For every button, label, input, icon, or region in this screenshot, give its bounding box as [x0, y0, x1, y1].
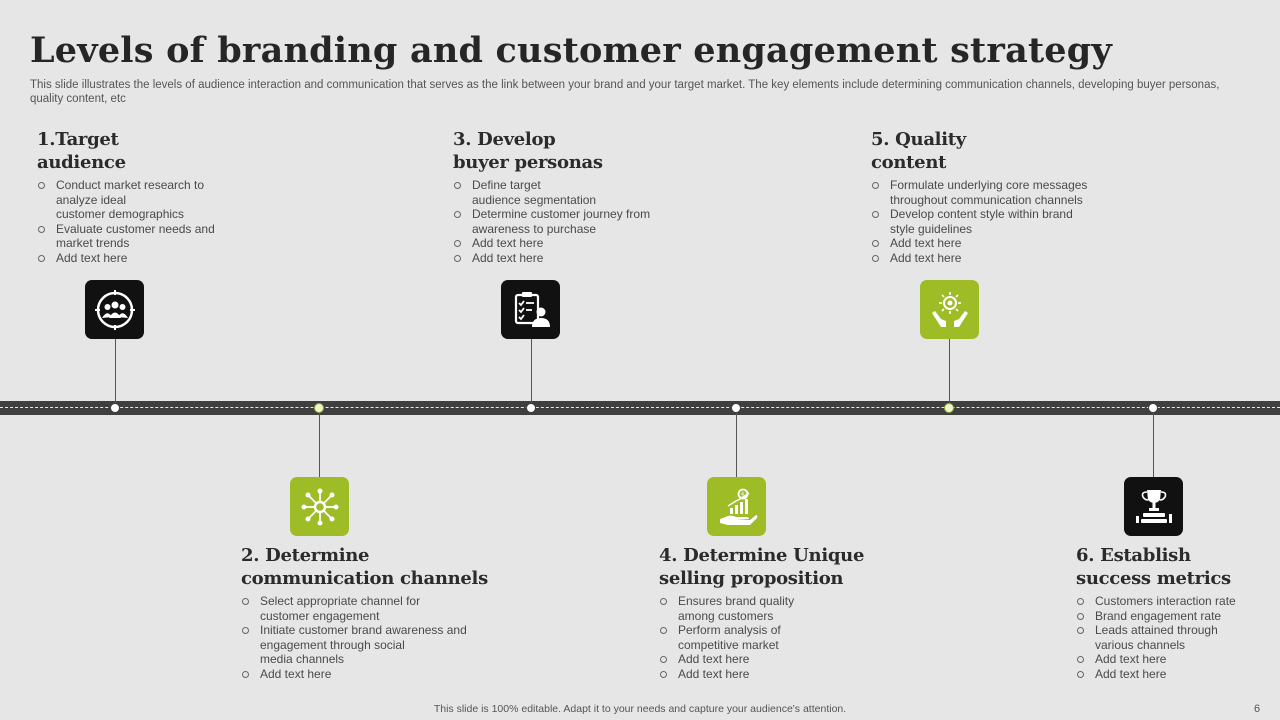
bullet-item: Initiate customer brand awareness and en…	[241, 623, 491, 667]
bullet-item: Add text here	[1076, 652, 1271, 667]
bullet-item: Add text here	[453, 236, 693, 251]
icon-box-6	[1124, 477, 1183, 536]
connector-5	[949, 338, 950, 408]
network-hub-icon	[301, 488, 338, 525]
bullet-item: Formulate underlying core messages throu…	[871, 178, 1131, 207]
timeline-dot-4	[731, 402, 741, 413]
trophy-metrics-icon	[1135, 489, 1172, 523]
bullet-item: Select appropriate channel for customer …	[241, 594, 491, 623]
connector-4	[736, 408, 737, 478]
step-4: 4. Determine Unique selling proposition …	[659, 544, 899, 681]
bullet-item: Perform analysis of competitive market	[659, 623, 899, 652]
step-title: 1.Target audience	[37, 129, 126, 173]
bullet-item: Add text here	[871, 251, 1131, 266]
bullet-item: Add text here	[659, 667, 899, 682]
step-5: 5. Quality content Formulate underlying …	[871, 128, 1131, 265]
timeline-dot-3	[526, 402, 536, 413]
timeline-dot-6	[1148, 402, 1158, 413]
step-title: 6. Establish success metrics	[1076, 545, 1231, 589]
timeline-road	[0, 401, 1280, 415]
step-bullets: Formulate underlying core messages throu…	[871, 178, 1131, 265]
connector-2	[319, 408, 320, 478]
step-bullets: Select appropriate channel for customer …	[241, 594, 491, 681]
step-1: 1.Target audience Conduct market researc…	[37, 128, 277, 265]
bullet-item: Add text here	[241, 667, 491, 682]
step-3: 3. Develop buyer personas Define target …	[453, 128, 693, 265]
svg-text:$: $	[740, 491, 744, 499]
bullet-item: Determine customer journey from awarenes…	[453, 207, 693, 236]
timeline-dot-1	[110, 402, 120, 413]
bullet-item: Ensures brand quality among customers	[659, 594, 899, 623]
bullet-item: Brand engagement rate	[1076, 609, 1271, 624]
bullet-item: Add text here	[37, 251, 277, 266]
slide-title: Levels of branding and customer engageme…	[30, 30, 1112, 71]
bullet-item: Develop content style within brand style…	[871, 207, 1131, 236]
step-title: 2. Determine communication channels	[241, 545, 488, 589]
step-bullets: Conduct market research to analyze ideal…	[37, 178, 277, 265]
step-title: 5. Quality content	[871, 129, 966, 173]
slide-subtitle: This slide illustrates the levels of aud…	[30, 79, 1220, 105]
bullet-item: Define target audience segmentation	[453, 178, 693, 207]
bullet-item: Add text here	[1076, 667, 1271, 682]
step-bullets: Define target audience segmentation Dete…	[453, 178, 693, 265]
icon-box-4: $	[707, 477, 766, 536]
connector-6	[1153, 408, 1154, 478]
icon-box-2	[290, 477, 349, 536]
step-bullets: Ensures brand quality among customers Pe…	[659, 594, 899, 681]
timeline-dot-2	[314, 402, 324, 413]
icon-box-1	[85, 280, 144, 339]
connector-1	[115, 338, 116, 408]
timeline-dot-5	[944, 402, 954, 413]
bullet-item: Leads attained through various channels	[1076, 623, 1271, 652]
step-title: 4. Determine Unique selling proposition	[659, 545, 865, 589]
bullet-item: Add text here	[453, 251, 693, 266]
quality-hands-icon	[931, 291, 968, 327]
icon-box-5	[920, 280, 979, 339]
step-bullets: Customers interaction rate Brand engagem…	[1076, 594, 1271, 681]
bullet-item: Evaluate customer needs and market trend…	[37, 222, 277, 251]
growth-hand-icon: $	[719, 488, 757, 525]
step-6: 6. Establish success metrics Customers i…	[1076, 544, 1271, 681]
icon-box-3	[501, 280, 560, 339]
timeline-road-dashes	[0, 407, 1280, 408]
audience-target-icon	[94, 289, 135, 330]
connector-3	[531, 338, 532, 408]
bullet-item: Add text here	[659, 652, 899, 667]
step-title: 3. Develop buyer personas	[453, 129, 603, 173]
slide-footer: This slide is 100% editable. Adapt it to…	[433, 703, 847, 715]
clipboard-persona-icon	[514, 291, 550, 327]
step-2: 2. Determine communication channels Sele…	[241, 544, 491, 681]
bullet-item: Conduct market research to analyze ideal…	[37, 178, 277, 222]
bullet-item: Customers interaction rate	[1076, 594, 1271, 609]
page-number: 6	[1254, 703, 1261, 715]
bullet-item: Add text here	[871, 236, 1131, 251]
